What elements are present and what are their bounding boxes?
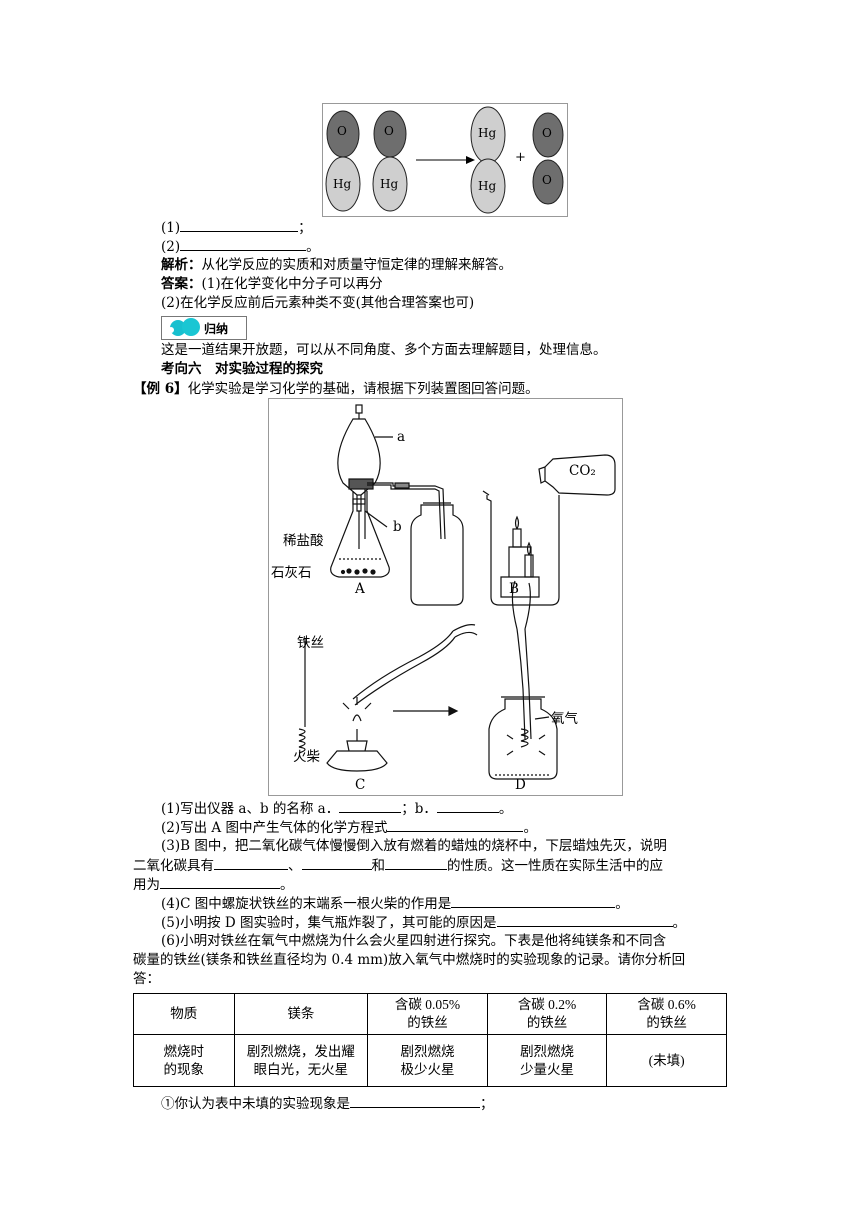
atom-o-label: O [542, 126, 552, 140]
answer-2: (2)在化学反应前后元素种类不变(其他合理答案也可) [161, 295, 475, 311]
example-6: 【例 6】化学实验是学习化学的基础，请根据下列装置图回答问题。 [133, 381, 539, 397]
answer-blank[interactable] [301, 856, 372, 870]
table-row: 燃烧时 的现象 剧烈燃烧，发出耀 眼白光，无火星 剧烈燃烧 极少火星 剧烈燃烧 … [133, 1034, 727, 1087]
molecule-diagram [325, 106, 564, 214]
question-p3-end: 用为。 [133, 875, 294, 893]
label-fig-b: B [509, 581, 519, 597]
label-fig-a: A [355, 581, 365, 597]
question-p6-end: 答： [133, 971, 160, 987]
analysis: 解析：从化学反应的实质和对质量守恒定律的理解来解答。 [161, 257, 512, 273]
question-p1: (1)写出仪器 a、b 的名称 a．；b．。 [161, 799, 513, 817]
answer-blank[interactable] [385, 856, 447, 870]
summary-text: 这是一道结果开放题，可以从不同角度、多个方面去理解题目，处理信息。 [161, 342, 607, 358]
answer-blank[interactable] [339, 799, 402, 813]
label-oxygen: 氧气 [551, 711, 578, 727]
table-header-cell: 镁条 [233, 993, 369, 1035]
answer-blank[interactable] [180, 237, 307, 251]
label-co2: CO₂ [569, 463, 596, 479]
answer-blank[interactable] [496, 913, 673, 927]
atom-o-label: O [337, 124, 347, 138]
table-header-cell: 物质 [133, 993, 235, 1035]
answer-blank[interactable] [350, 1094, 480, 1108]
question-p2: (2)写出 A 图中产生气体的化学方程式。 [161, 818, 537, 836]
question-p6-cont: 碳量的铁丝(镁条和铁丝直径均为 0.4 mm)放入氧气中燃烧时的实验现象的记录。… [133, 952, 686, 968]
label-fig-d: D [515, 777, 526, 793]
answer-blank[interactable] [214, 856, 288, 870]
label-match: 火柴 [293, 749, 320, 765]
atom-hg-label: Hg [380, 177, 399, 191]
answer-blank[interactable] [387, 818, 524, 832]
atom-o-label: O [384, 124, 394, 138]
table-cell: (未填) [606, 1034, 727, 1087]
label-limestone: 石灰石 [271, 565, 312, 581]
table-cell: 剧烈燃烧 极少火星 [367, 1034, 488, 1087]
label-b: b [393, 519, 402, 535]
apparatus-figure: a b 稀盐酸 石灰石 A B CO₂ 铁丝 火柴 C D 氧气 [268, 398, 623, 796]
table-cell: 剧烈燃烧，发出耀 眼白光，无火星 [233, 1034, 369, 1087]
experiment-table: 物质 镁条 含碳 0.05% 的铁丝 含碳 0.2% 的铁丝 含碳 0.6% 的… [133, 993, 727, 1087]
table-cell: 剧烈燃烧 少量火星 [486, 1034, 608, 1087]
atom-hg-label: Hg [333, 177, 352, 191]
answer-blank[interactable] [451, 894, 616, 908]
table-cell: 燃烧时 的现象 [133, 1034, 235, 1087]
summary-badge-icon [168, 318, 200, 336]
summary-badge: 归纳 [161, 316, 247, 340]
section-title: 考向六 对实验过程的探究 [161, 361, 323, 377]
table-header-cell: 含碳 0.2% 的铁丝 [486, 993, 608, 1035]
answer-blank[interactable] [160, 875, 280, 889]
answer: 答案：(1)在化学变化中分子可以再分 [161, 276, 383, 292]
final-question: ①你认为表中未填的实验现象是； [161, 1094, 494, 1112]
answer-blank[interactable] [180, 218, 299, 232]
atom-o-label: O [542, 173, 552, 187]
atom-hg-label: Hg [478, 179, 497, 193]
plus-sign: + [515, 150, 526, 165]
label-a: a [397, 429, 406, 445]
question-p3: (3)B 图中，把二氧化碳气体慢慢倒入放有燃着的蜡烛的烧杯中，下层蜡烛先灭，说明 [161, 838, 667, 854]
table-header-row: 物质 镁条 含碳 0.05% 的铁丝 含碳 0.2% 的铁丝 含碳 0.6% 的… [133, 993, 727, 1035]
label-fig-c: C [355, 777, 366, 793]
table-header-cell: 含碳 0.05% 的铁丝 [367, 993, 488, 1035]
label-wire: 铁丝 [297, 635, 324, 651]
table-header-cell: 含碳 0.6% 的铁丝 [606, 993, 727, 1035]
question-1: (1)； [161, 218, 312, 236]
atom-hg-label: Hg [478, 126, 497, 140]
question-p3-cont: 二氧化碳具有、和的性质。这一性质在实际生活中的应 [133, 856, 663, 874]
answer-blank[interactable] [436, 799, 499, 813]
question-p5: (5)小明按 D 图实验时，集气瓶炸裂了，其可能的原因是。 [161, 913, 687, 931]
apparatus-drawing [298, 404, 616, 780]
question-p4: (4)C 图中螺旋状铁丝的末端系一根火柴的作用是。 [161, 894, 629, 912]
summary-badge-label: 归纳 [204, 322, 229, 336]
question-p6: (6)小明对铁丝在氧气中燃烧为什么会火星四射进行探究。下表是他将纯镁条和不同含 [161, 933, 667, 949]
question-2: (2)。 [161, 237, 320, 255]
label-acid: 稀盐酸 [283, 533, 324, 549]
molecule-reaction-figure: O Hg O Hg Hg Hg + O O [322, 103, 568, 217]
